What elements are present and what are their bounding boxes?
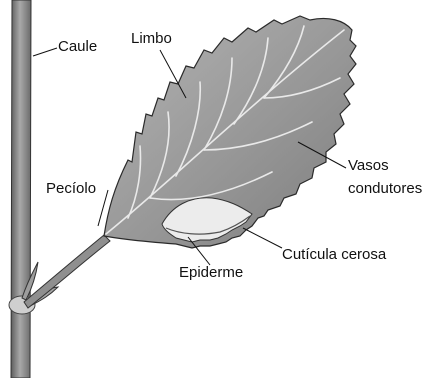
petiole [24,235,110,308]
label-limbo: Limbo [131,30,172,47]
label-caule: Caule [58,38,97,55]
label-cuticula-cerosa: Cutícula cerosa [282,246,386,263]
label-peciolo: Pecíolo [46,180,96,197]
label-vasos-line1: Vasos [348,157,389,174]
label-vasos-line2: condutores [348,180,422,197]
stem [11,0,31,378]
label-epiderme: Epiderme [179,264,243,281]
